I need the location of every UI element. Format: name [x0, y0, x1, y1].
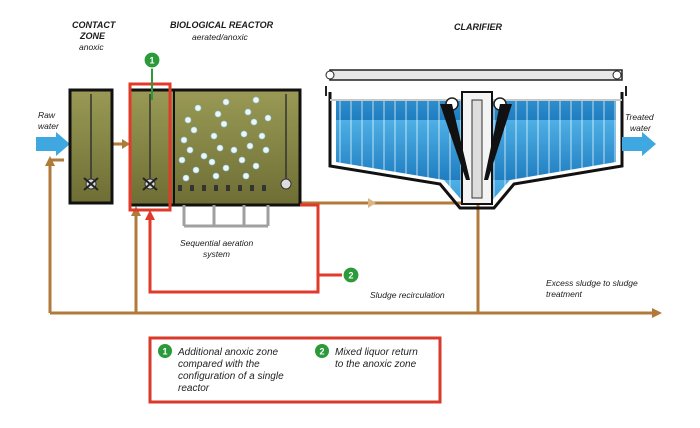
legend-item-1-line-3: configuration of a single — [178, 371, 284, 382]
arrow-up-left — [45, 156, 55, 166]
legend-badge-1: 1 — [158, 344, 172, 358]
legend-box: 1 Additional anoxic zone compared with t… — [148, 336, 442, 404]
legend-item-1-line-1: Additional anoxic zone — [177, 347, 279, 358]
treated-water-label-2: water — [630, 123, 652, 133]
contact-zone-title-1: CONTACT — [72, 20, 117, 30]
svg-text:1: 1 — [162, 347, 167, 357]
sequential-aeration-system — [182, 205, 270, 228]
seq-aeration-label-2: system — [203, 249, 230, 259]
diffusers — [178, 185, 266, 191]
contact-zone-title-2: ZONE — [79, 31, 106, 41]
biological-reactor-tank — [128, 82, 302, 212]
excess-sludge-label-1: Excess sludge to sludge — [546, 278, 638, 288]
raw-water-arrow — [36, 132, 70, 156]
legend-item-2-line-2: to the anoxic zone — [335, 359, 417, 370]
return-arrow-up — [145, 210, 155, 220]
legend-item-2-line-1: Mixed liquor return — [335, 347, 418, 358]
legend-item-1-line-2: compared with the — [178, 359, 260, 370]
excess-sludge-label-2: treatment — [546, 289, 583, 299]
sludge-recirculation-label: Sludge recirculation — [370, 290, 445, 300]
mixer-icon — [83, 177, 99, 191]
contact-zone-sub: anoxic — [79, 42, 104, 52]
bio-reactor-title: BIOLOGICAL REACTOR — [170, 20, 274, 30]
contact-zone-tank — [68, 88, 114, 205]
sludge-return-line — [48, 142, 652, 315]
raw-water-label-1: Raw — [38, 110, 56, 120]
svg-text:2: 2 — [319, 347, 324, 357]
aeration-bubbles — [178, 96, 272, 182]
treated-water-arrow — [622, 132, 656, 156]
bio-reactor-sub: aerated/anoxic — [192, 32, 249, 42]
clarifier-title: CLARIFIER — [454, 22, 502, 32]
svg-text:2: 2 — [348, 271, 353, 281]
clarifier-tank — [325, 69, 627, 210]
svg-text:1: 1 — [149, 56, 154, 66]
mixer-icon — [142, 177, 158, 191]
legend-item-1-line-4: reactor — [178, 383, 210, 394]
arrow-outlet — [368, 198, 376, 208]
seq-aeration-label-1: Sequential aeration — [180, 238, 254, 248]
badge-2: 2 — [342, 266, 360, 284]
mixer-icon — [280, 178, 292, 190]
legend-badge-2: 2 — [315, 344, 329, 358]
mixed-liquor-return — [148, 203, 342, 294]
treated-water-label-1: Treated — [625, 112, 654, 122]
raw-water-label-2: water — [38, 121, 60, 131]
arrow-feed — [122, 139, 130, 149]
badge-1: 1 — [143, 51, 161, 69]
excess-sludge-arrow — [652, 308, 662, 318]
